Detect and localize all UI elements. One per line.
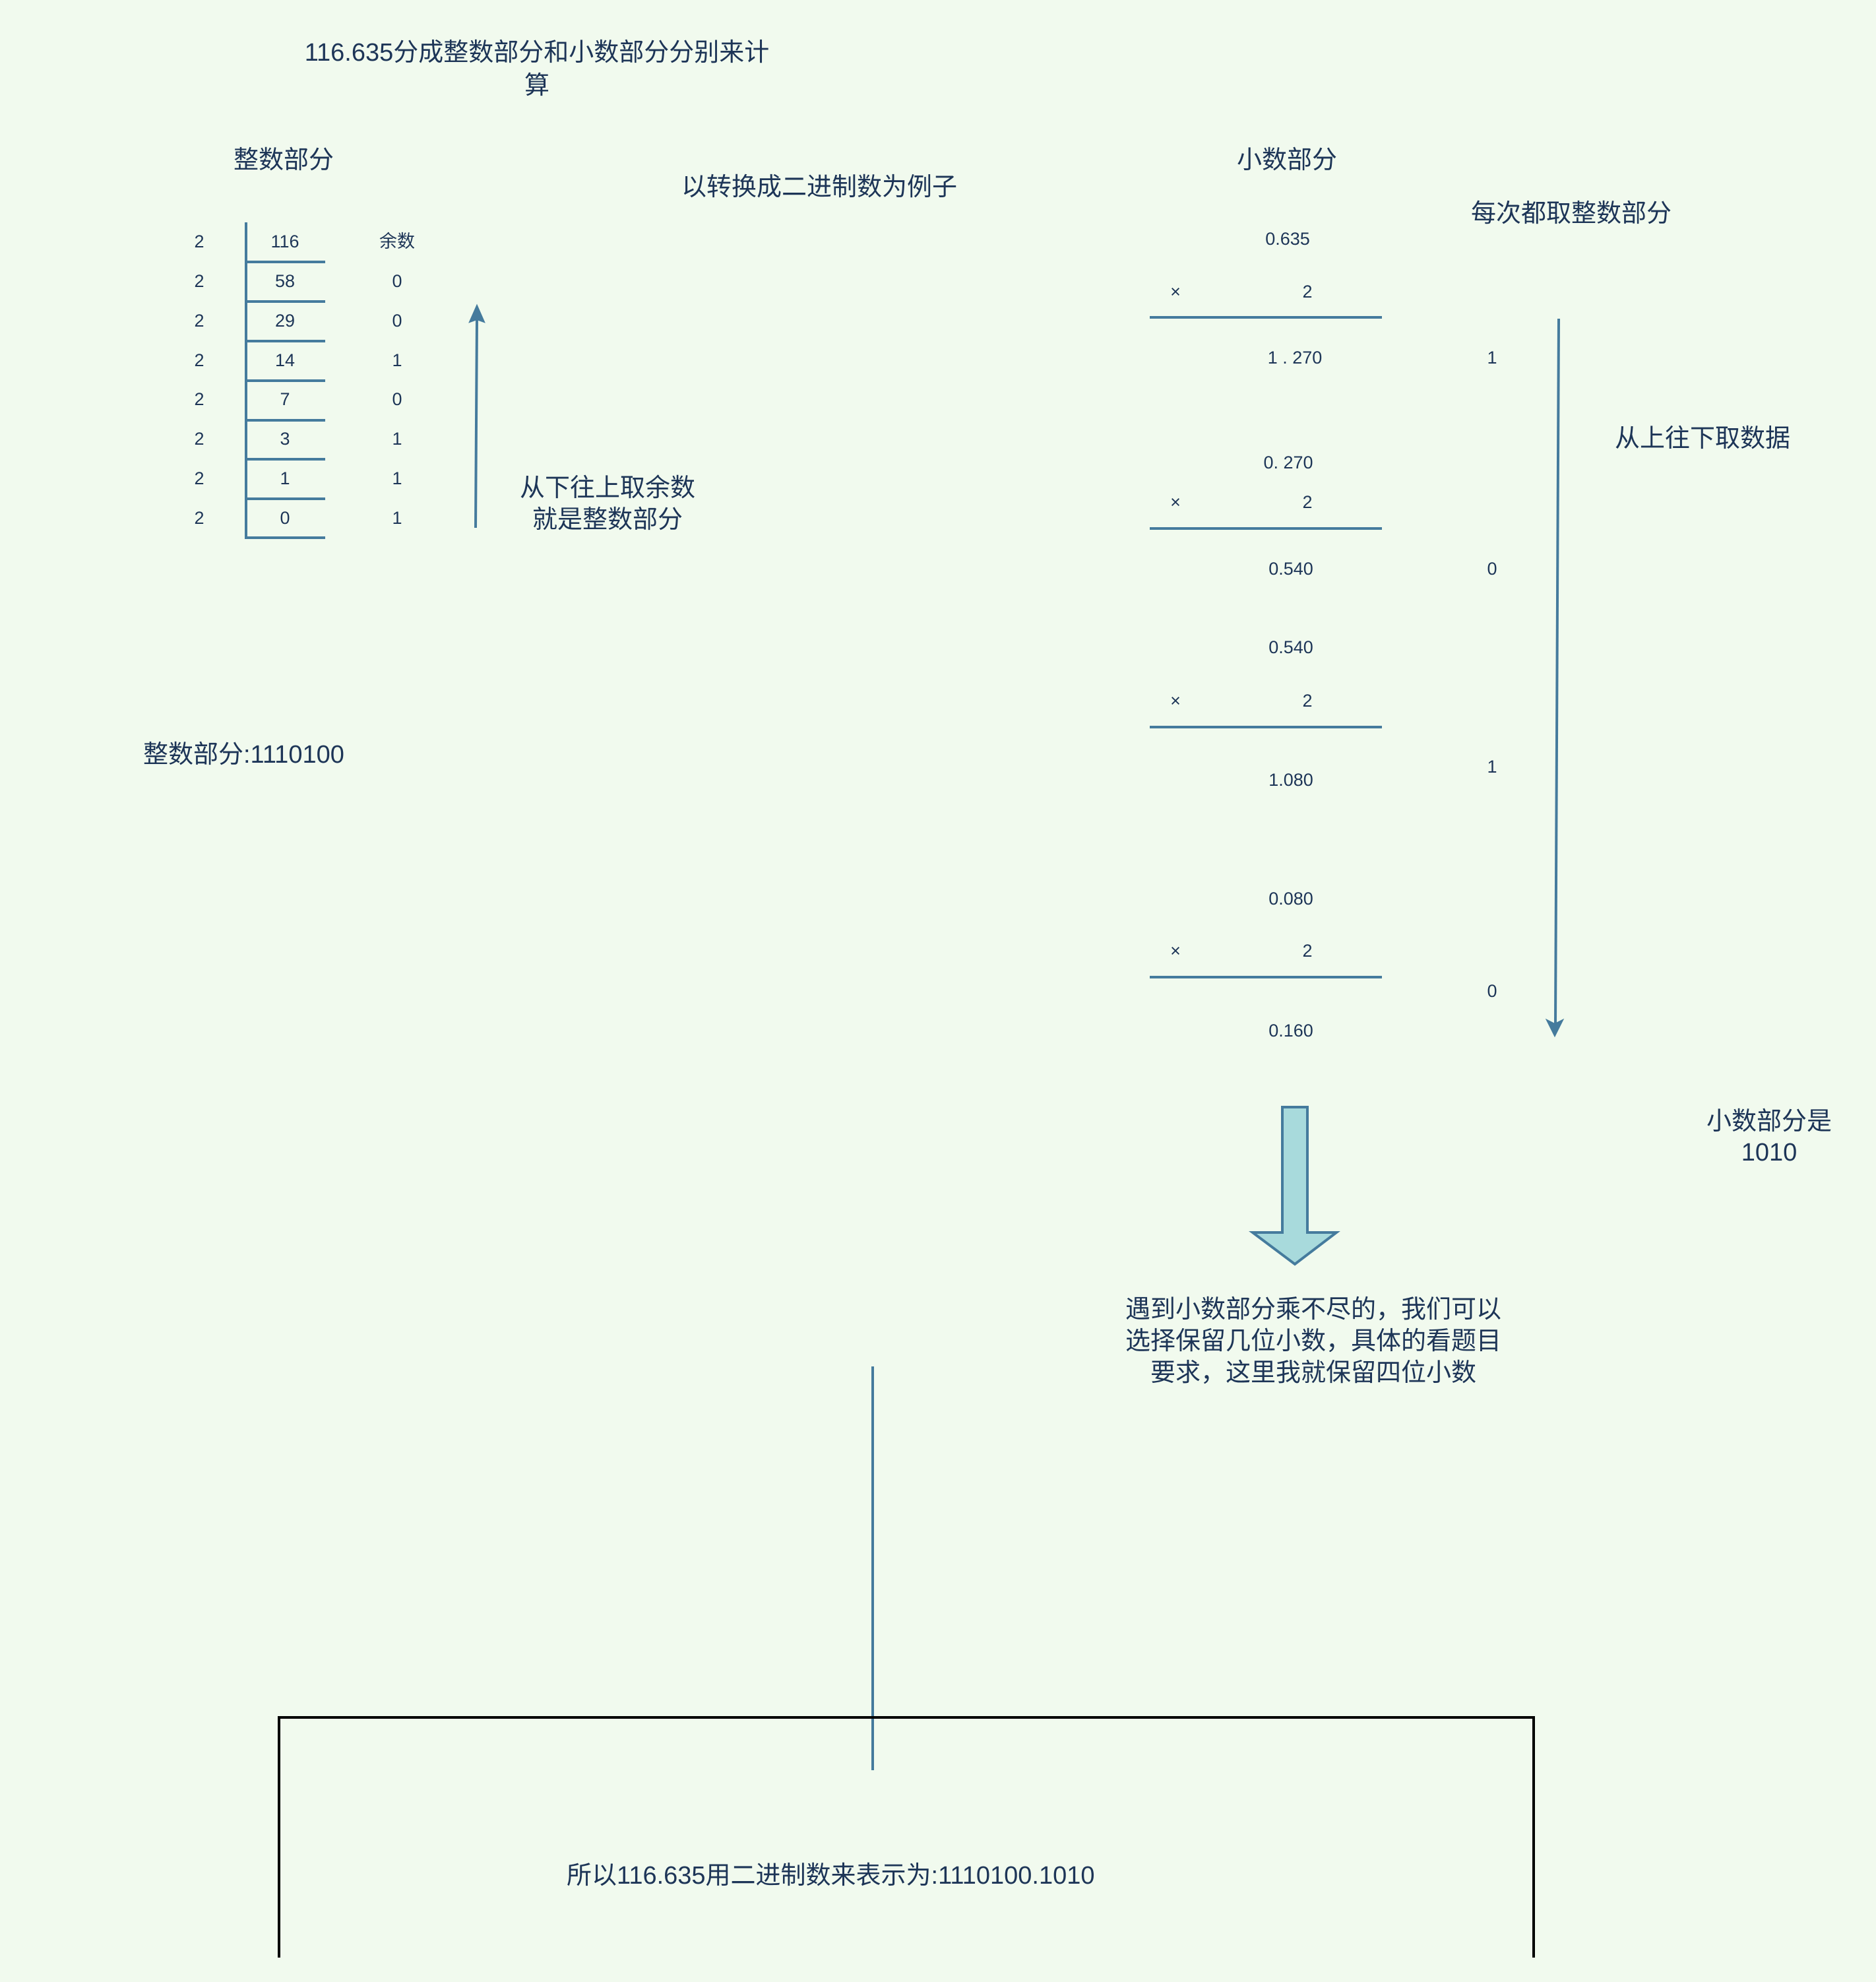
division-line xyxy=(246,261,325,263)
divisor: 2 xyxy=(194,271,204,291)
multiplier: 2 xyxy=(1302,492,1313,512)
quotient: 7 xyxy=(280,389,290,409)
integer-digit: 0 xyxy=(1487,559,1497,579)
times-icon: × xyxy=(1170,691,1181,711)
integer-digit: 0 xyxy=(1487,981,1497,1001)
remainder: 1 xyxy=(392,468,402,488)
times-icon: × xyxy=(1170,492,1181,512)
quotient: 0 xyxy=(280,508,290,528)
product-line xyxy=(1150,726,1382,728)
fraction-rule: 每次都取整数部分 xyxy=(1470,200,1672,228)
conclusion-text: 所以116.635用二进制数来表示为:1110100.1010 xyxy=(567,1862,1095,1890)
quotient: 3 xyxy=(280,429,290,449)
product: 1.080 xyxy=(1268,770,1313,790)
remainder: 1 xyxy=(392,429,402,449)
explanation-line-1: 遇到小数部分乘不尽的，我们可以 xyxy=(1125,1296,1502,1324)
integer-part-result: 整数部分:1110100 xyxy=(143,741,344,769)
explanation-line-3: 要求，这里我就保留四位小数 xyxy=(1150,1359,1477,1387)
multiplier: 2 xyxy=(1302,691,1313,711)
divisor: 2 xyxy=(194,389,204,409)
title-line-1: 116.635分成整数部分和小数部分分别来计 xyxy=(304,39,770,67)
up-arrow-icon xyxy=(468,304,485,528)
division-line xyxy=(246,300,325,303)
quotient: 1 xyxy=(280,468,290,488)
subtitle: 以转换成二进制数为例子 xyxy=(681,174,958,201)
integer-digit: 1 xyxy=(1487,757,1497,777)
remainder: 1 xyxy=(392,508,402,528)
integer-digit: 1 xyxy=(1487,348,1497,368)
fraction-result-line-2: 1010 xyxy=(1741,1139,1798,1167)
times-icon: × xyxy=(1170,941,1181,961)
division-line xyxy=(246,340,325,342)
quotient: 14 xyxy=(274,350,296,370)
product-line xyxy=(1150,316,1382,319)
fraction-part-header: 小数部分 xyxy=(1236,146,1338,174)
quotient: 116 xyxy=(270,232,299,251)
multiplier: 2 xyxy=(1302,282,1313,302)
multiplicand: 0.635 xyxy=(1265,229,1310,249)
remainder-header: 余数 xyxy=(379,232,415,251)
division-line xyxy=(246,536,325,539)
product: 0.160 xyxy=(1268,1021,1313,1040)
divisor: 2 xyxy=(194,468,204,488)
down-arrow-icon xyxy=(1545,318,1565,1038)
product: 1 . 270 xyxy=(1267,348,1323,368)
direction-note: 从上往下取数据 xyxy=(1614,425,1791,453)
times-icon: × xyxy=(1170,282,1181,302)
integer-part-header: 整数部分 xyxy=(233,146,334,174)
divisor: 2 xyxy=(194,508,204,528)
multiplier: 2 xyxy=(1302,941,1313,961)
integer-note-line-1: 从下往上取余数 xyxy=(519,474,696,502)
product-line xyxy=(1150,527,1382,530)
conclusion-box xyxy=(278,1716,1535,1958)
multiplicand: 0. 270 xyxy=(1263,453,1313,472)
remainder: 1 xyxy=(392,350,402,370)
division-line xyxy=(246,497,325,500)
product: 0.540 xyxy=(1268,559,1313,579)
remainder: 0 xyxy=(392,271,402,291)
block-down-arrow-icon xyxy=(1249,1106,1340,1266)
divisor: 2 xyxy=(194,311,204,331)
title-line-2: 算 xyxy=(524,72,550,100)
multiplicand: 0.540 xyxy=(1268,637,1313,657)
quotient: 58 xyxy=(274,271,296,291)
quotient: 29 xyxy=(274,311,296,331)
remainder: 0 xyxy=(392,311,402,331)
division-line xyxy=(246,379,325,382)
division-line xyxy=(246,419,325,422)
product-line xyxy=(1150,976,1382,978)
remainder: 0 xyxy=(392,389,402,409)
division-line xyxy=(246,458,325,461)
divisor: 2 xyxy=(194,429,204,449)
fraction-result-line-1: 小数部分是 xyxy=(1706,1108,1832,1135)
divisor: 2 xyxy=(194,350,204,370)
divisor: 2 xyxy=(194,232,204,251)
multiplicand: 0.080 xyxy=(1268,889,1313,909)
explanation-line-2: 选择保留几位小数，具体的看题目 xyxy=(1125,1327,1502,1355)
integer-note-line-2: 就是整数部分 xyxy=(532,506,683,534)
